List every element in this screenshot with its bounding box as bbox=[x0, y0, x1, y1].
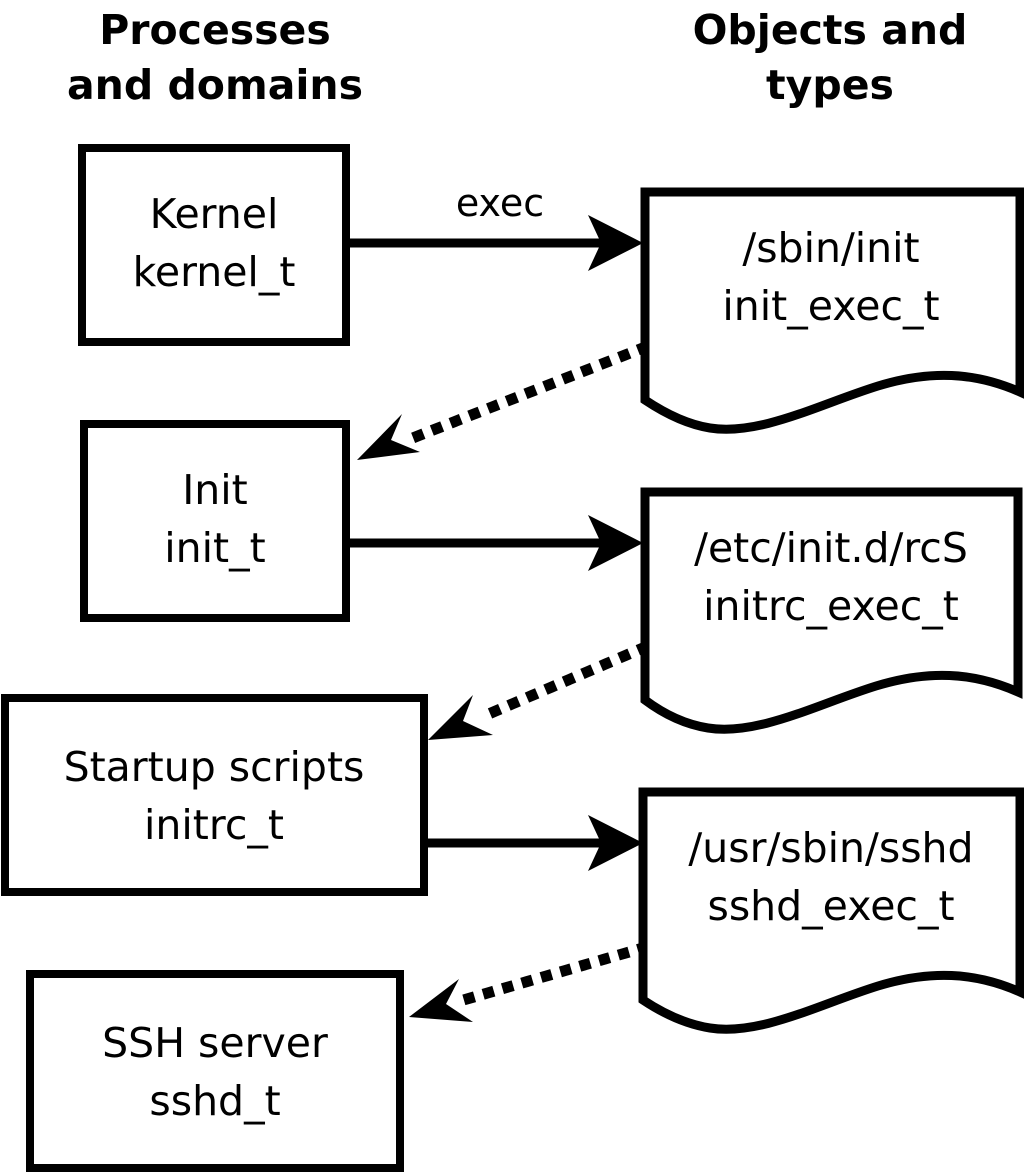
column-header-objects-line1: Objects and bbox=[693, 6, 968, 54]
edge-line bbox=[469, 640, 651, 727]
arrow-head-icon bbox=[428, 695, 493, 740]
edge-init-exec-initrc_exec bbox=[350, 515, 643, 571]
edge-init_exec-transition-init bbox=[357, 340, 651, 460]
process-node-sshd-box[interactable] bbox=[26, 970, 404, 1172]
arrow-head-icon bbox=[588, 815, 643, 871]
arrow-head-icon bbox=[588, 215, 643, 271]
object-node-initrc_exec[interactable]: /etc/init.d/rcS initrc_exec_t bbox=[640, 487, 1023, 734]
process-node-kernel[interactable]: Kernel kernel_t bbox=[78, 144, 350, 346]
process-node-sshd[interactable]: SSH server sshd_t bbox=[26, 970, 404, 1172]
process-node-initrc-line2: initrc_t bbox=[144, 801, 284, 849]
edge-label-exec: exec bbox=[456, 181, 544, 225]
object-node-initrc_exec-line1: /etc/init.d/rcS bbox=[694, 524, 968, 572]
process-node-init-box[interactable] bbox=[80, 420, 350, 622]
edge-initrc_exec-transition-initrc bbox=[428, 640, 651, 740]
process-node-init[interactable]: Init init_t bbox=[80, 420, 350, 622]
process-node-kernel-line2: kernel_t bbox=[133, 248, 296, 296]
edge-sshd_exec-transition-sshd bbox=[409, 941, 650, 1022]
arrow-head-icon bbox=[409, 979, 473, 1022]
object-node-sshd_exec-line2: sshd_exec_t bbox=[707, 882, 954, 930]
edge-kernel-exec-init_exec: exec bbox=[350, 181, 643, 271]
arrow-head-icon bbox=[357, 414, 420, 460]
process-node-initrc[interactable]: Startup scripts initrc_t bbox=[1, 694, 428, 896]
process-node-init-line2: init_t bbox=[164, 524, 265, 572]
column-header-objects-line2: types bbox=[766, 61, 894, 109]
edge-initrc-exec-sshd_exec bbox=[428, 815, 643, 871]
column-header-processes-line2: and domains bbox=[67, 61, 363, 109]
object-node-sshd_exec-line1: /usr/sbin/sshd bbox=[688, 824, 973, 872]
process-node-initrc-line1: Startup scripts bbox=[64, 743, 365, 791]
arrow-head-icon bbox=[588, 515, 643, 571]
process-node-sshd-line1: SSH server bbox=[102, 1019, 328, 1067]
process-node-kernel-line1: Kernel bbox=[150, 190, 279, 238]
process-node-initrc-box[interactable] bbox=[1, 694, 428, 896]
column-header-objects: Objects and types bbox=[693, 6, 968, 109]
object-node-init_exec[interactable]: /sbin/init init_exec_t bbox=[640, 187, 1024, 434]
column-header-processes: Processes and domains bbox=[67, 6, 363, 109]
process-node-init-line1: Init bbox=[182, 466, 248, 514]
process-node-kernel-box[interactable] bbox=[78, 144, 350, 346]
process-node-sshd-line2: sshd_t bbox=[149, 1077, 280, 1125]
object-node-init_exec-line1: /sbin/init bbox=[742, 224, 919, 272]
object-node-sshd_exec-document-icon[interactable] bbox=[638, 787, 1024, 1034]
edge-line bbox=[397, 340, 651, 449]
object-node-sshd_exec[interactable]: /usr/sbin/sshd sshd_exec_t bbox=[638, 787, 1024, 1034]
edge-line bbox=[453, 941, 650, 1008]
column-header-processes-line1: Processes bbox=[99, 6, 331, 54]
object-node-init_exec-document-icon[interactable] bbox=[640, 187, 1024, 434]
object-node-initrc_exec-document-icon[interactable] bbox=[640, 487, 1023, 734]
object-node-initrc_exec-line2: initrc_exec_t bbox=[703, 582, 959, 630]
object-node-init_exec-line2: init_exec_t bbox=[722, 282, 939, 330]
